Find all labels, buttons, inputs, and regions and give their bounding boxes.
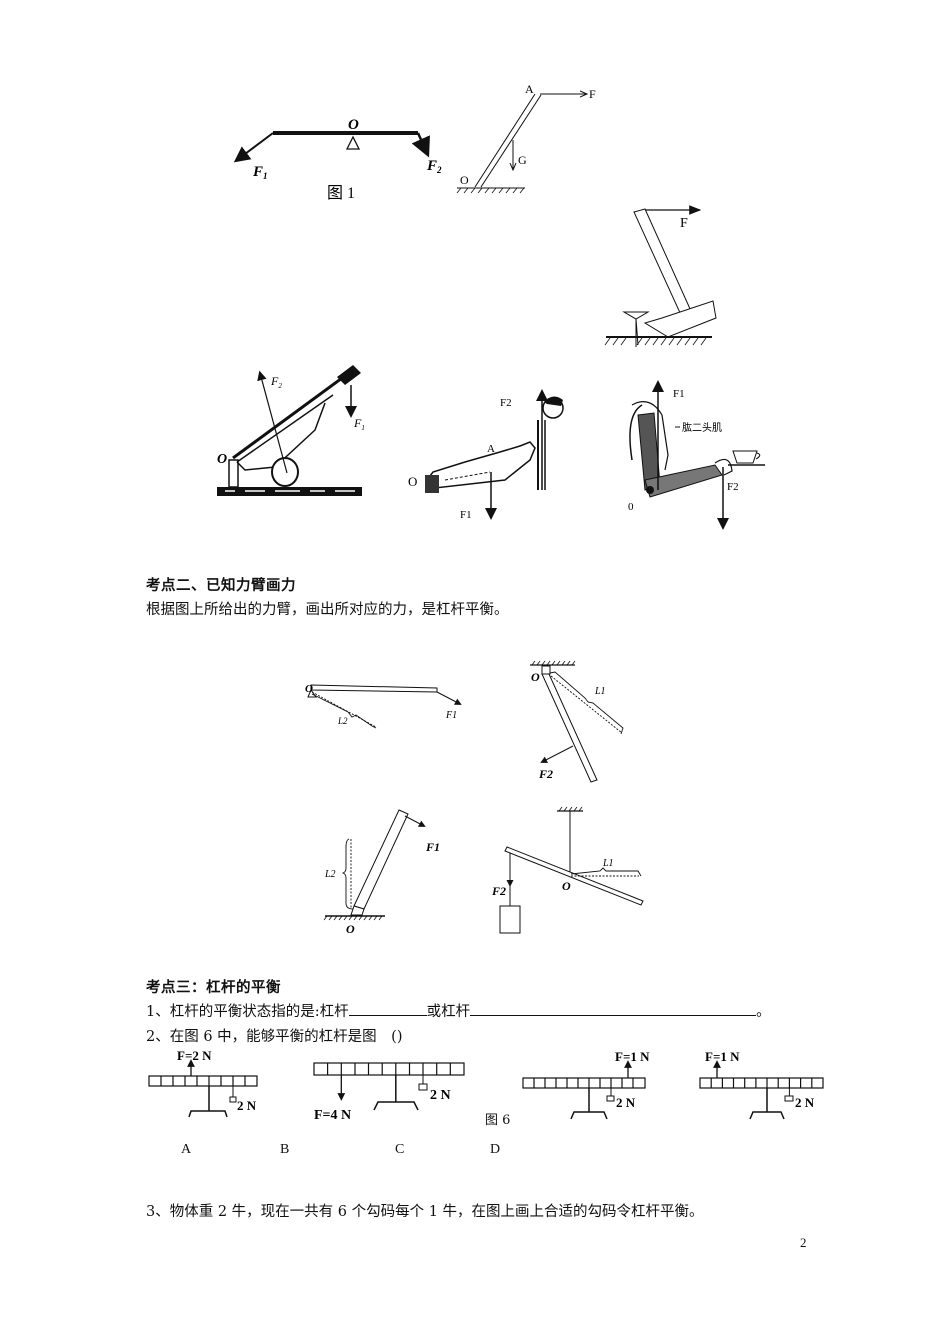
svg-text:F: F xyxy=(589,87,596,101)
section-2-heading: 考点二、已知力臂画力 xyxy=(146,578,296,594)
svg-text:F2: F2 xyxy=(538,767,553,781)
svg-text:F2: F2 xyxy=(500,397,512,409)
figure-seesaw: O F1 F2 图 1 xyxy=(225,110,455,210)
svg-text:2 N: 2 N xyxy=(237,1098,257,1113)
lever-diagram-a: F=2 N 2 N xyxy=(145,1045,270,1120)
svg-text:L2: L2 xyxy=(324,869,336,880)
svg-text:F2: F2 xyxy=(727,481,739,493)
answer-blank-1[interactable] xyxy=(348,1001,427,1016)
svg-text:2 N: 2 N xyxy=(616,1095,636,1110)
figure-cutter: O F2 F1 xyxy=(215,355,370,505)
figure-pushup: F2 A O F1 xyxy=(405,380,580,525)
figure-6-caption: 图 6 xyxy=(485,1113,511,1128)
svg-text:F: F xyxy=(680,216,688,231)
svg-text:F=1 N: F=1 N xyxy=(615,1049,650,1064)
figure-arm: F1 肱二头肌 F2 0 xyxy=(620,375,765,535)
option-c: C xyxy=(395,1142,405,1157)
svg-text:O: O xyxy=(217,452,227,467)
svg-text:L1: L1 xyxy=(602,858,614,869)
svg-text:L2: L2 xyxy=(337,716,348,726)
svg-text:O: O xyxy=(305,683,313,695)
option-b: B xyxy=(280,1142,290,1157)
answer-blank-2[interactable] xyxy=(470,1001,757,1016)
svg-text:肱二头肌: 肱二头肌 xyxy=(682,422,722,434)
section-3-heading: 考点三：杠杆的平衡 xyxy=(146,980,281,996)
svg-text:F1: F1 xyxy=(353,416,365,432)
svg-text:F2: F2 xyxy=(491,884,506,898)
lever-diagram-c: F=1 N 2 N xyxy=(520,1045,650,1120)
question-1-prefix: 1、杠杆的平衡状态指的是:杠杆 xyxy=(146,1004,349,1020)
figure-hammer: F xyxy=(600,205,730,350)
svg-text:F1: F1 xyxy=(445,710,457,721)
svg-text:0: 0 xyxy=(628,501,634,513)
figure-arm-d: L1 O F2 xyxy=(491,803,655,938)
svg-text:O: O xyxy=(460,173,469,187)
svg-text:F2: F2 xyxy=(270,374,282,390)
option-a: A xyxy=(181,1142,192,1157)
svg-text:O: O xyxy=(346,922,355,936)
svg-text:O: O xyxy=(408,474,417,489)
svg-text:F=2 N: F=2 N xyxy=(177,1048,212,1063)
figure-caption: 图 1 xyxy=(327,185,355,202)
svg-text:L1: L1 xyxy=(594,686,606,697)
svg-text:F1: F1 xyxy=(460,509,472,521)
lever-diagram-d: F=1 N 2 N xyxy=(695,1045,830,1120)
figure-arm-c: L2 F1 O xyxy=(320,805,455,940)
svg-text:2 N: 2 N xyxy=(430,1088,451,1103)
svg-text:F1: F1 xyxy=(673,388,685,400)
svg-text:F=4 N: F=4 N xyxy=(314,1108,351,1123)
question-1-mid: 或杠杆 xyxy=(426,1004,471,1020)
question-2: 2、在图 6 中，能够平衡的杠杆是图 () xyxy=(146,1029,403,1045)
svg-text:A: A xyxy=(487,443,495,455)
page-number: 2 xyxy=(800,1235,807,1250)
svg-text:G: G xyxy=(518,153,527,167)
pivot-label: O xyxy=(348,117,359,133)
svg-text:A: A xyxy=(525,82,534,96)
lever-diagram-b: F=4 N 2 N xyxy=(310,1055,470,1125)
svg-text:F1: F1 xyxy=(425,840,440,854)
svg-text:O: O xyxy=(531,670,540,684)
svg-text:F2: F2 xyxy=(426,158,442,175)
question-3: 3、物体重 2 牛，现在一共有 6 个勾码每个 1 牛，在图上画上合适的勾码令杠… xyxy=(146,1204,704,1220)
svg-text:F=1 N: F=1 N xyxy=(705,1049,740,1064)
svg-text:F1: F1 xyxy=(252,164,268,181)
section-2-instruction: 根据图上所给出的力臂，画出所对应的力，是杠杆平衡。 xyxy=(146,602,509,618)
svg-text:O: O xyxy=(562,879,571,893)
figure-rod: A F G O xyxy=(455,80,615,205)
option-d: D xyxy=(490,1142,501,1157)
svg-text:2 N: 2 N xyxy=(795,1095,815,1110)
figure-arm-b: O L1 F2 xyxy=(525,660,635,790)
figure-arm-a: O L2 F1 xyxy=(300,680,480,740)
question-1: 1、杠杆的平衡状态指的是:杠杆或杠杆。 xyxy=(146,1000,771,1021)
